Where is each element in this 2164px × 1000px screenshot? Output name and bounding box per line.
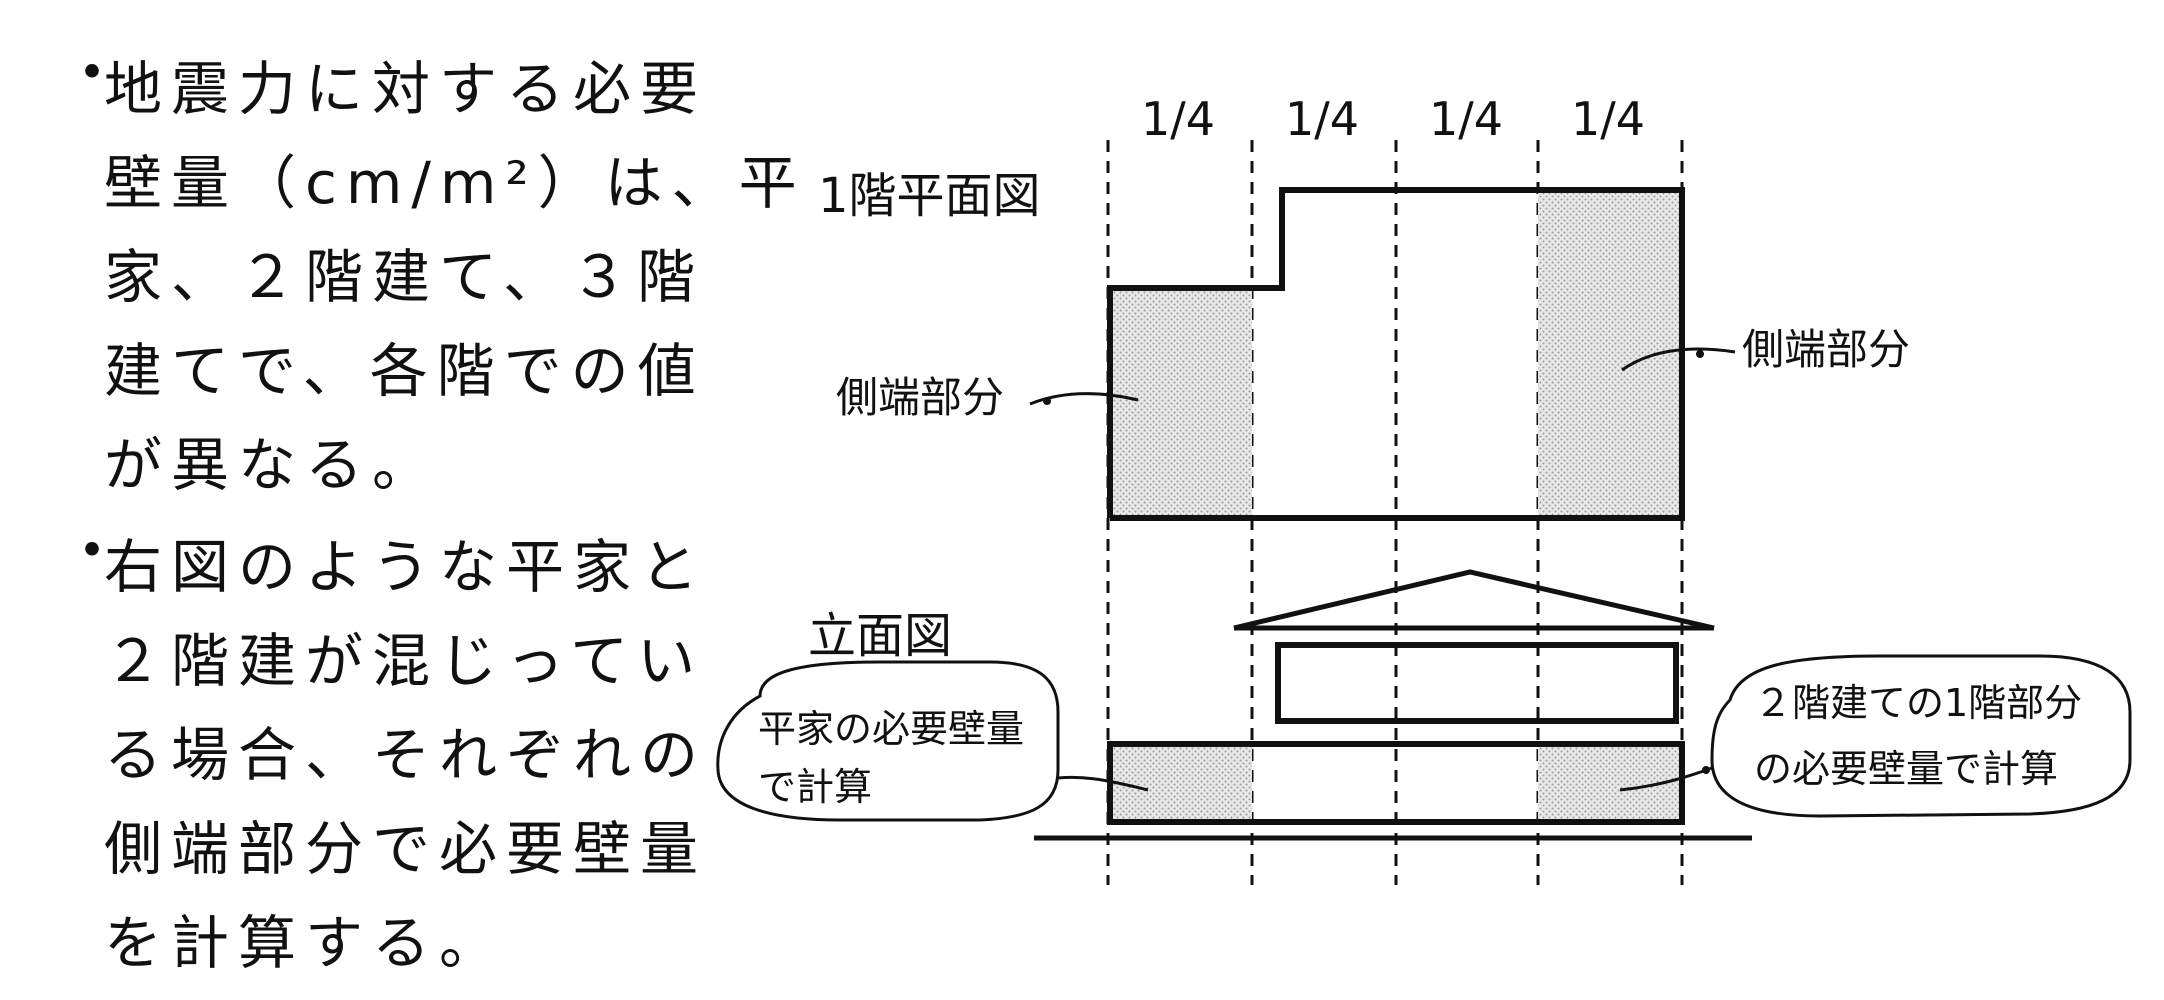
note-bullet-2: ・ 右図のような平家と ２階建が混じってい る場合、それぞれの 側端部分で必要壁… [60,520,700,990]
plan-title: 1階平面図 [818,168,1041,224]
notes-text-block: ・ 地震力に対する必要 壁量（cm/m²）は、平 家、２階建て、３階 建てで、各… [60,42,797,998]
division-label: 1/4 [1429,92,1503,146]
leader-line-left [1029,392,1139,406]
elevation-roof [1233,569,1715,631]
leader-line-right [1621,347,1736,372]
division-label: 1/4 [1141,92,1215,146]
elevation-first-floor [1107,741,1685,825]
side-end-label-left: 側端部分 [836,373,1004,422]
note-line: が異なる。 [104,431,440,499]
plan-shaded-left [1110,288,1252,518]
callout-text-right: の必要壁量で計算 [1754,747,2058,791]
leader-dot [1043,397,1051,405]
note-line: 家、２階建て、３階 [104,243,705,311]
note-line: 壁量（cm/m²）は、平 [104,149,806,217]
callout-bubble-right [1710,654,2132,818]
note-line: ２階建が混じってい [104,627,705,695]
note-line: を計算する。 [104,909,507,977]
callout-text-right: ２階建ての1階部分 [1754,681,2082,725]
note-line: 側端部分で必要壁量 [104,815,708,883]
note-line: 地震力に対する必要 [104,55,708,123]
side-end-label-right: 側端部分 [1742,325,1910,374]
note-line: 右図のような平家と [104,533,708,601]
callout-bubble-left [716,660,1060,822]
leader-dot [1702,766,1710,774]
callout-leader-left [1057,775,1149,792]
note-line: る場合、それぞれの [104,721,708,789]
elevation-second-floor [1275,642,1679,724]
plan-outline [1107,187,1685,521]
division-label: 1/4 [1571,92,1645,146]
leader-dot [1696,350,1704,358]
plan-shaded-right [1538,192,1680,518]
division-label: 1/4 [1285,92,1359,146]
note-bullet-1: ・ 地震力に対する必要 壁量（cm/m²）は、平 家、２階建て、３階 建てで、各… [60,42,797,512]
callout-text-left: で計算 [758,765,872,809]
elevation-shaded-left [1110,744,1252,822]
note-line: 建てで、各階での値 [104,337,705,405]
elevation-title: 立面図 [808,608,952,664]
callout-text-left: 平家の必要壁量 [758,707,1024,751]
